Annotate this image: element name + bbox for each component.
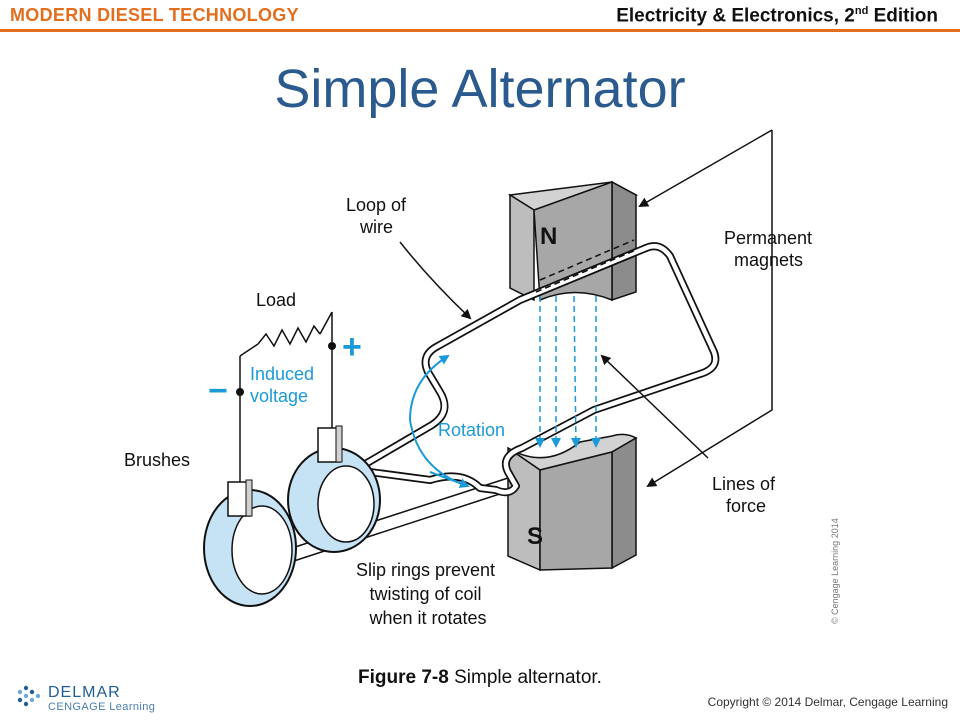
rotation-label: Rotation (438, 420, 505, 440)
load-label: Load (256, 290, 296, 310)
minus-terminal (236, 388, 244, 396)
image-credit: © Cengage Learning 2014 (830, 518, 840, 624)
brush-front (227, 479, 253, 517)
figure-caption: Figure 7-8 Simple alternator. (358, 667, 602, 688)
plus-terminal (328, 342, 336, 350)
load-circuit (239, 311, 333, 482)
rotation-arrow-tail (429, 471, 470, 488)
header-rule (0, 29, 960, 32)
logo-line2: CENGAGE Learning (48, 701, 156, 713)
minus-sign: − (208, 372, 228, 410)
brushes-label: Brushes (124, 450, 190, 470)
shaft (254, 477, 513, 573)
pointer-arrows (399, 129, 773, 488)
slip-ring-front (203, 489, 297, 607)
header-book-title: Electricity & Electronics, 2nd Edition (616, 5, 938, 27)
brush-back (317, 425, 343, 463)
slip-rings-label: Slip rings prevent twisting of coil when… (356, 560, 500, 628)
wire-loop (351, 239, 720, 497)
loop-label: Loop of wire (346, 195, 411, 237)
lines-label: Lines of force (712, 474, 780, 516)
induced-voltage-label: Induced voltage (250, 364, 319, 406)
slide-title: Simple Alternator (274, 59, 686, 119)
plus-sign: + (342, 328, 362, 366)
header-series-title: MODERN DIESEL TECHNOLOGY (10, 5, 299, 25)
lines-of-force (535, 295, 601, 448)
magnets-label: Permanent magnets (724, 228, 817, 270)
slip-ring-back (287, 447, 381, 553)
rotation-arrow (408, 354, 469, 487)
logo-line1: DELMAR (48, 684, 121, 701)
north-pole-label: N (540, 223, 557, 250)
south-magnet: S (507, 433, 638, 572)
south-pole-label: S (527, 523, 543, 550)
delmar-logo-icon (17, 685, 41, 707)
copyright-notice: Copyright © 2014 Delmar, Cengage Learnin… (707, 695, 948, 709)
